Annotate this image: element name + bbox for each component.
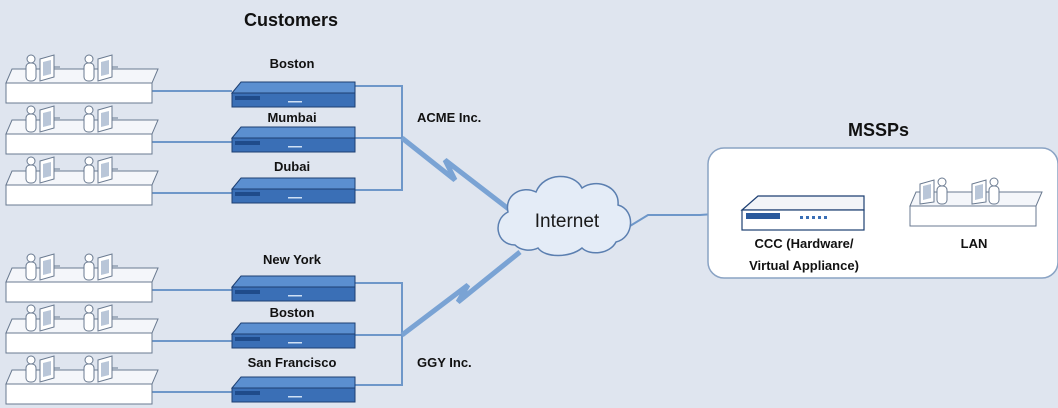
mssp-panel [707, 147, 1058, 279]
site-label-ggy-boston: Boston [269, 305, 315, 320]
site-routers [231, 81, 356, 403]
desk-row-ggy-1 [6, 254, 158, 302]
group-label-ggy: GGY Inc. [417, 355, 472, 370]
desk-row-acme-2 [6, 106, 158, 154]
desk-row-acme-3 [6, 157, 158, 205]
ccc-label-line2: Virtual Appliance) [749, 258, 859, 273]
lan-workstations [909, 177, 1043, 227]
mssp-title: MSSPs [848, 120, 910, 140]
group-label-acme: ACME Inc. [417, 110, 482, 125]
desk-row-ggy-3 [6, 356, 158, 404]
site-label-acme-mumbai: Mumbai [267, 110, 317, 125]
router-acme-boston [231, 81, 356, 108]
desk-row-acme-1 [6, 55, 158, 103]
wan-link-ggy [400, 250, 522, 337]
site-label-acme-dubai: Dubai [273, 159, 311, 174]
customer-workstations [6, 55, 158, 404]
site-label-ggy-sanfrancisco: San Francisco [247, 355, 337, 370]
desk-row-ggy-2 [6, 305, 158, 353]
ccc-label-line1: CCC (Hardware/ [754, 236, 854, 251]
lan-label: LAN [960, 236, 988, 251]
internet-cloud [497, 175, 632, 257]
site-label-acme-boston: Boston [269, 56, 315, 71]
site-label-ggy-newyork: New York [262, 252, 322, 267]
internet-label: Internet [534, 211, 600, 232]
router-ggy-newyork [231, 275, 356, 302]
wan-link-acme [400, 136, 512, 212]
router-ggy-boston [231, 322, 356, 349]
router-acme-dubai [231, 177, 356, 204]
router-acme-mumbai [231, 126, 356, 153]
router-ggy-sanfrancisco [231, 376, 356, 403]
ccc-appliance [740, 195, 865, 231]
customers-title: Customers [244, 10, 339, 30]
